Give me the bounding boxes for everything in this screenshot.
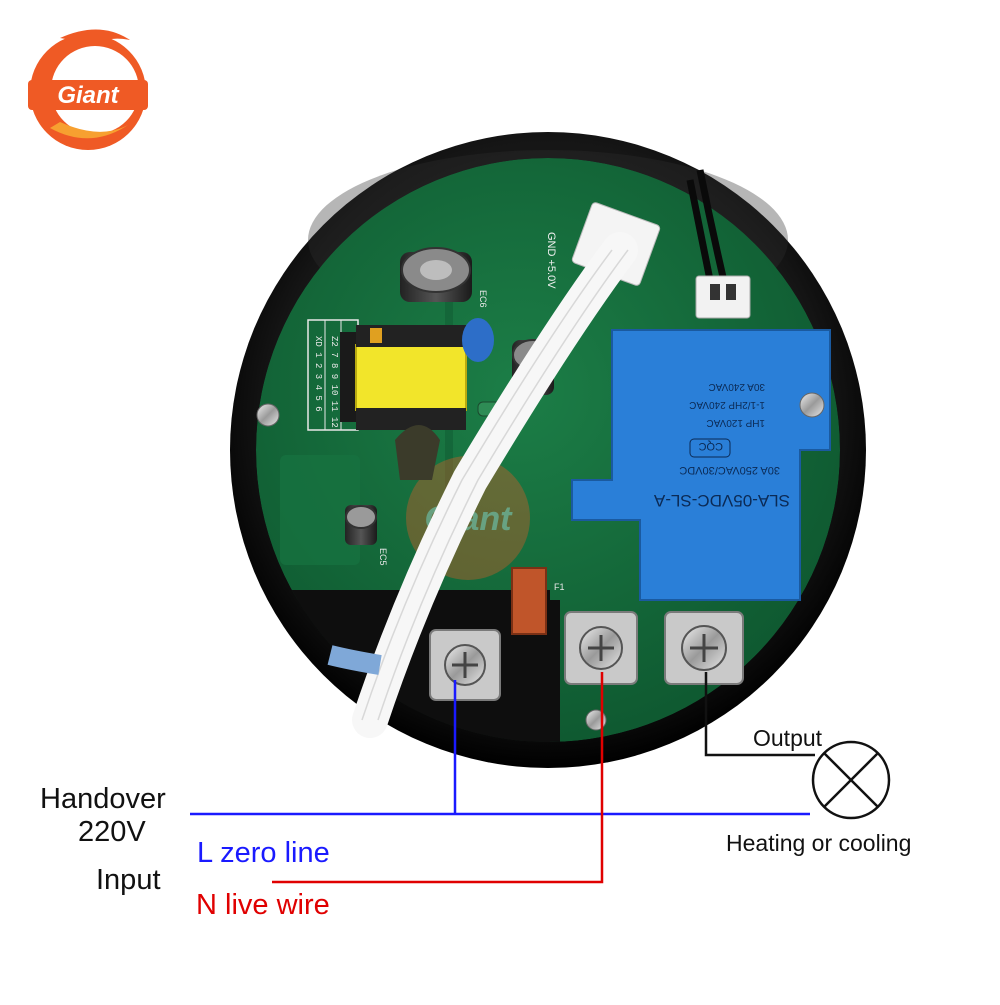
svg-text:F1: F1	[554, 582, 565, 592]
probe-connector	[686, 169, 751, 319]
fuse-f1	[511, 567, 547, 635]
load-label: Heating or cooling	[726, 830, 912, 856]
terminal-input-l	[429, 629, 501, 701]
n-wire	[272, 672, 604, 884]
load-lamp-icon	[811, 740, 891, 820]
ceramic-capacitor	[462, 318, 494, 362]
svg-text:1-1/2HP 240VAC: 1-1/2HP 240VAC	[689, 399, 765, 410]
brand-logo: Giant	[28, 29, 148, 150]
svg-text:30A 250VAC/30VDC: 30A 250VAC/30VDC	[679, 464, 780, 476]
input-label: Input	[96, 864, 161, 896]
l-line-label: L zero line	[197, 837, 330, 869]
svg-text:Z2 7 8 9 10 11 12: Z2 7 8 9 10 11 12	[329, 336, 339, 428]
svg-text:XD 1 2 3 4 5 6: XD 1 2 3 4 5 6	[313, 336, 323, 412]
terminal-output	[664, 611, 744, 685]
capacitor-ec6: EC6	[400, 247, 488, 308]
svg-text:EC5: EC5	[378, 548, 388, 566]
terminal-input-n	[564, 611, 638, 685]
svg-text:Giant: Giant	[57, 82, 119, 109]
svg-text:1HP 120VAC: 1HP 120VAC	[706, 417, 765, 428]
svg-text:SLA-05VDC-SL-A: SLA-05VDC-SL-A	[653, 491, 790, 510]
svg-text:EC6: EC6	[478, 290, 488, 308]
n-line-label: N live wire	[196, 889, 330, 921]
handover-label: Handover	[40, 783, 166, 815]
transformer	[340, 325, 467, 430]
wiring-lines	[190, 672, 815, 884]
svg-text:GND +5.0V: GND +5.0V	[545, 232, 557, 289]
svg-text:30A 240VAC: 30A 240VAC	[708, 381, 765, 392]
capacitor-ec5: EC5	[345, 505, 388, 566]
varistor	[395, 425, 440, 480]
output-wire	[704, 672, 815, 757]
ribbon-cable	[327, 232, 638, 738]
relay: SLA-05VDC-SL-A 30A 250VAC/30VDC CQC 1HP …	[571, 329, 831, 601]
svg-text:CQC: CQC	[699, 440, 724, 452]
output-label: Output	[753, 725, 823, 751]
voltage-label: 220V	[78, 816, 146, 848]
